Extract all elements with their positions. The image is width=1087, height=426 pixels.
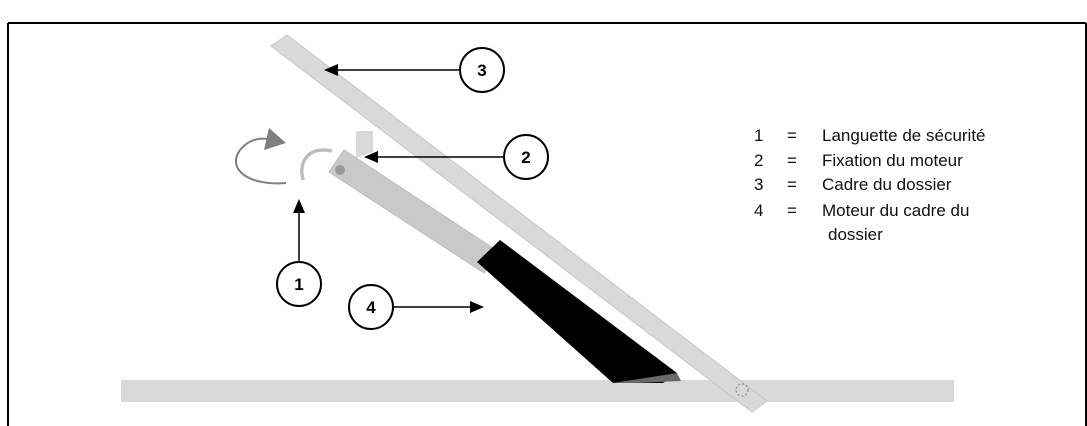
- legend-number: 3: [754, 175, 763, 194]
- rotation-arrow-icon: [234, 137, 287, 185]
- backrest-frame: [270, 34, 768, 413]
- legend-number: 4: [754, 201, 763, 220]
- legend-separator: =: [787, 126, 797, 145]
- callout-3-number: 3: [477, 61, 486, 80]
- legend-separator: =: [787, 151, 797, 170]
- motor-rod: [328, 149, 500, 274]
- legend-label-continued: dossier: [828, 225, 883, 244]
- legend-label: Moteur du cadre du: [822, 201, 969, 220]
- callout-2-circle: [503, 134, 549, 180]
- callout-1-number: 1: [294, 275, 303, 294]
- callout-4-number: 4: [366, 298, 376, 317]
- callout-1-circle: [276, 261, 322, 307]
- motor-pivot-pin: [335, 165, 345, 175]
- base-pivot-icon: [735, 383, 749, 397]
- base-frame: [121, 380, 954, 402]
- callout-4-arrowhead-icon: [470, 301, 484, 313]
- legend-item-4: 4 = Moteur du cadre du dossier: [754, 201, 969, 244]
- legend-separator: =: [787, 201, 797, 220]
- legend-label: Fixation du moteur: [822, 151, 963, 170]
- callout-1-arrowhead-icon: [293, 199, 305, 213]
- legend-item-1: 1 = Languette de sécurité: [754, 126, 986, 145]
- callout-2-arrowhead-icon: [364, 151, 378, 163]
- motor-end-cap: [613, 373, 681, 383]
- legend-label: Languette de sécurité: [822, 126, 986, 145]
- callout-4-circle: [348, 284, 394, 330]
- callout-2-number: 2: [521, 148, 530, 167]
- callout-3-arrowhead-icon: [324, 64, 338, 76]
- legend: 1 = Languette de sécurité 2 = Fixation d…: [754, 126, 986, 244]
- motor-body: [477, 240, 677, 383]
- legend-item-3: 3 = Cadre du dossier: [754, 175, 952, 194]
- motor-mount-bracket: [356, 131, 373, 158]
- legend-separator: =: [787, 175, 797, 194]
- legend-label: Cadre du dossier: [822, 175, 952, 194]
- legend-number: 2: [754, 151, 763, 170]
- callout-3-circle: [459, 47, 505, 93]
- safety-tab-hook: [300, 148, 333, 181]
- rotation-arrowhead-icon: [264, 128, 286, 150]
- legend-number: 1: [754, 126, 763, 145]
- legend-item-2: 2 = Fixation du moteur: [754, 151, 963, 170]
